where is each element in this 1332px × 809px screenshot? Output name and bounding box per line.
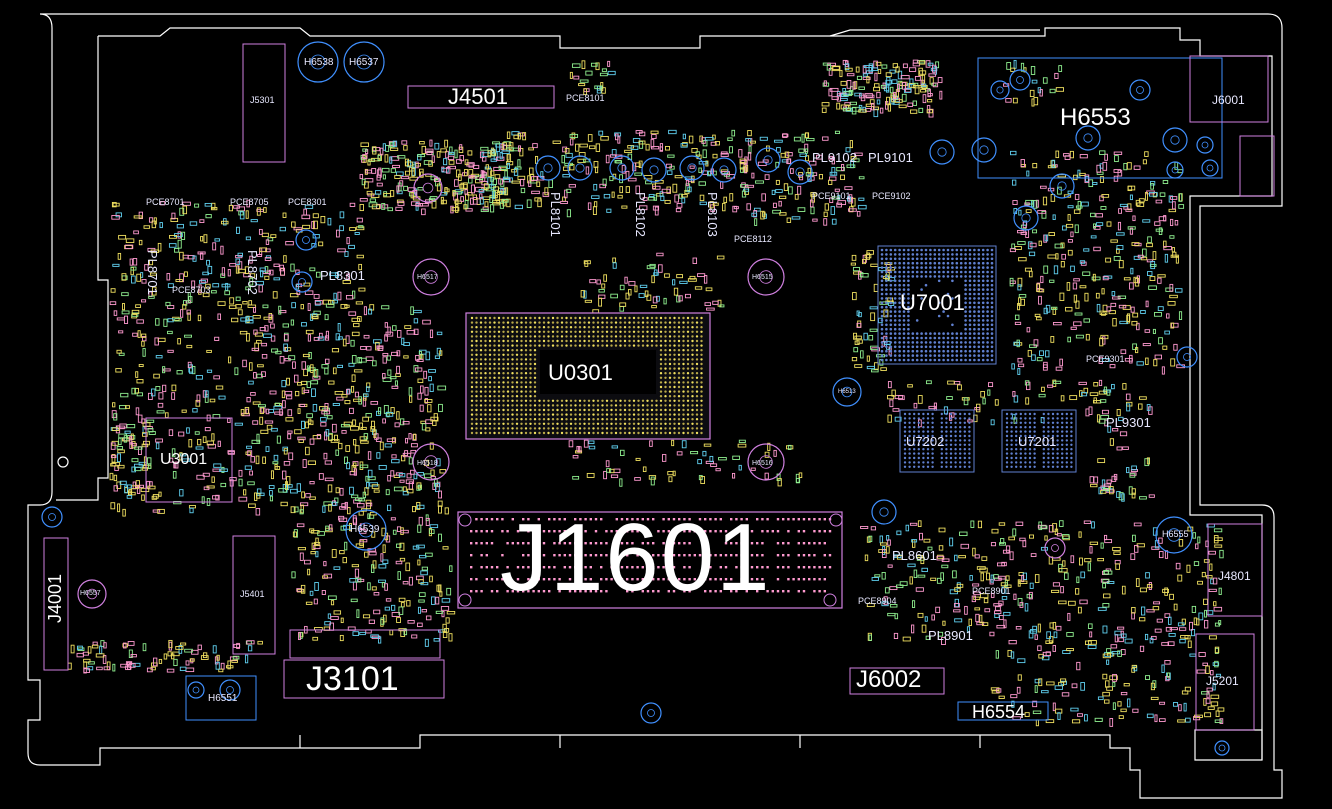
label-h6539: H6539 <box>350 524 380 535</box>
board-outline <box>27 13 1283 799</box>
label-h6557: H6557 <box>80 590 101 597</box>
label-j4501: J4501 <box>448 84 508 109</box>
label-h6513: H6513 <box>838 389 856 395</box>
label-j5201: J5201 <box>1206 674 1239 688</box>
label-h6554: H6554 <box>972 702 1026 722</box>
label-j5301: J5301 <box>250 95 275 105</box>
label-j6001: J6001 <box>1212 93 1245 107</box>
label-pl8702: PL8702 <box>245 250 260 295</box>
component-clusters <box>67 59 1225 727</box>
label-j6002: J6002 <box>856 666 922 693</box>
label-pce8101: PCE8101 <box>566 93 605 103</box>
label-h6538: H6538 <box>304 57 334 68</box>
label-h6518: H6518 <box>417 460 438 467</box>
label-h6537: H6537 <box>349 57 379 68</box>
label-u7201: U7201 <box>1018 434 1057 449</box>
label-pce8901: PCE8901 <box>972 586 1011 596</box>
label-pl8301: PL8301 <box>320 268 365 283</box>
label-pce8904: PCE8904 <box>858 596 897 606</box>
label-h6515: H6515 <box>752 274 773 281</box>
label-pce9102: PCE9102 <box>872 191 911 201</box>
label-h6555: H6555 <box>1162 529 1189 539</box>
label-j4801: J4801 <box>1218 569 1251 583</box>
label-pce8112: PCE8112 <box>734 234 772 244</box>
label-pl8901: PL8901 <box>928 628 973 643</box>
label-h6553: H6553 <box>1060 104 1131 131</box>
label-pce9301: PCE9301 <box>1086 354 1125 364</box>
label-u7001: U7001 <box>900 290 965 315</box>
label-j1601: J1601 <box>500 504 772 611</box>
label-u0301: U0301 <box>548 360 613 385</box>
label-pl8101: PL8101 <box>548 192 563 237</box>
label-pce8301: PCE8301 <box>288 197 327 207</box>
label-pce8703: PCE8703 <box>172 285 211 295</box>
label-h6517: H6517 <box>417 274 438 281</box>
label-u3001: U3001 <box>160 451 208 468</box>
label-j4001: J4001 <box>45 574 65 624</box>
label-h6551: H6551 <box>208 693 238 704</box>
mounting-holes <box>41 41 1230 756</box>
label-pl9301: PL9301 <box>1106 415 1151 430</box>
label-h6516: H6516 <box>752 460 773 467</box>
label-pl8103: PL8103 <box>705 192 720 237</box>
label-j5401: J5401 <box>240 589 265 599</box>
label-u7202: U7202 <box>906 434 945 449</box>
label-pce8705: PCE8705 <box>230 197 269 207</box>
large-components <box>43 43 1275 731</box>
label-pce9101: PCE9101 <box>812 191 851 201</box>
label-pl9102: PL9102 <box>812 150 857 165</box>
label-pl8102: PL8102 <box>633 192 648 237</box>
label-pl8701: PL8701 <box>145 250 160 295</box>
label-pce8701: PCE8701 <box>146 197 185 207</box>
label-pl9101: PL9101 <box>868 150 913 165</box>
label-pl8601: PL8601 <box>892 548 937 563</box>
label-j3101: J3101 <box>306 660 399 698</box>
